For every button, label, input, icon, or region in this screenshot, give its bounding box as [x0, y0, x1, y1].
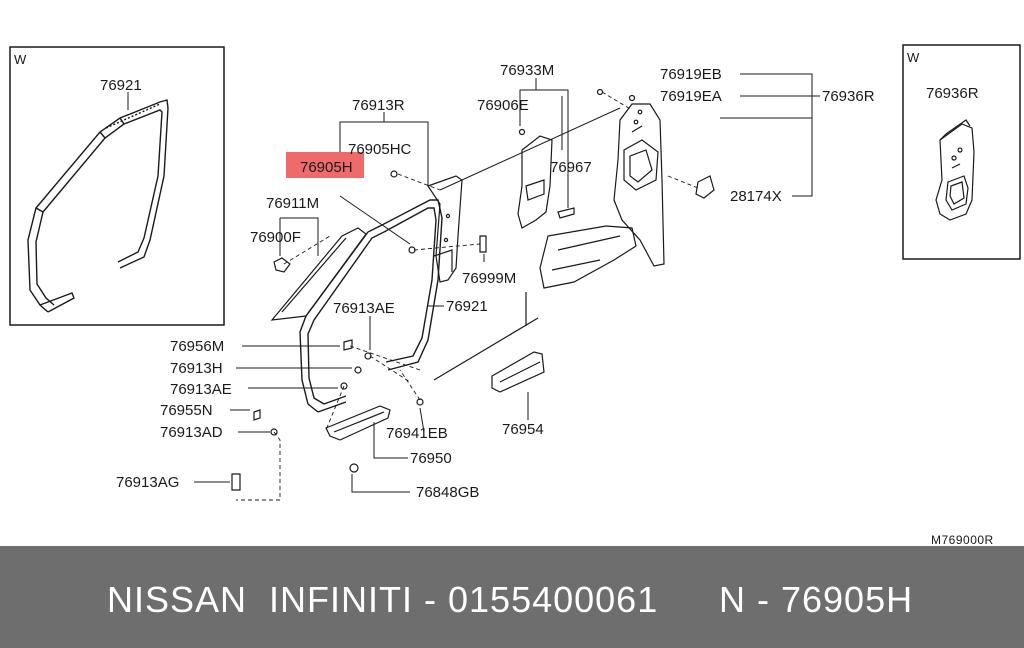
part-label: 76919EB	[660, 66, 722, 83]
part-label: 76913AE	[333, 300, 395, 317]
banner-make-and-oem-number: NISSAN INFINITI - 0155400061	[107, 579, 659, 620]
fasteners	[231, 88, 636, 491]
part-label: 76913AD	[160, 424, 223, 441]
part-label: 76955N	[160, 402, 213, 419]
part-label-highlighted: 76905H	[300, 159, 353, 176]
cap-28174x-drawing	[695, 175, 715, 199]
part-number-banner: NISSAN INFINITI - 0155400061 N - 76905H	[0, 546, 1024, 648]
part-label: 76913H	[170, 360, 223, 377]
part-label: 76900F	[250, 229, 301, 246]
highlight-box	[286, 152, 364, 178]
floor-panel-drawing	[433, 225, 637, 381]
part-label: 76967	[550, 159, 592, 176]
part-label: 76956M	[170, 338, 224, 355]
leader-lines	[127, 73, 820, 493]
center-pillar-trim-drawing	[517, 135, 575, 229]
parts-diagram: W 76921 W 76936R 76913R 76905HC 76905H 7…	[9, 44, 1021, 546]
reference-line	[439, 107, 621, 191]
inset-right-tag: W	[907, 50, 920, 65]
inset-box-right	[902, 44, 1021, 260]
inset-left-tag: W	[14, 52, 27, 67]
part-label: 76913AE	[170, 381, 232, 398]
part-label: 76999M	[462, 270, 516, 287]
inset-right-part-label: 76936R	[926, 85, 979, 102]
door-seal-drawing	[299, 199, 443, 413]
part-label: 76954	[502, 421, 544, 438]
part-label: 76919EA	[660, 88, 722, 105]
part-label: 76913R	[352, 97, 405, 114]
b-pillar-trim-drawing	[427, 175, 463, 283]
part-label: 76933M	[500, 62, 554, 79]
diagram-code: M769000R	[931, 533, 994, 546]
part-label: 76848GB	[416, 484, 479, 501]
part-label: 76913AG	[116, 474, 179, 491]
banner-part-number: N - 76905H	[719, 579, 914, 620]
step-plate-76954-drawing	[491, 351, 545, 393]
part-label: 28174X	[730, 188, 782, 205]
inset-left-seal-drawing	[27, 99, 169, 313]
rear-quarter-trim-drawing	[613, 103, 665, 267]
inset-left-part-label: 76921	[100, 77, 142, 94]
inset-right-trim-drawing	[935, 119, 975, 221]
kick-plate-76950-drawing	[325, 405, 391, 441]
part-label: 76936R	[822, 88, 875, 105]
pillar-garnish-drawing	[270, 227, 367, 321]
part-label: 76921	[446, 298, 488, 315]
part-label: 76941EB	[386, 425, 448, 442]
part-label: 76911M	[266, 195, 319, 212]
inset-box-left	[9, 46, 225, 326]
part-label: 76950	[410, 450, 452, 467]
part-label: 76906E	[477, 97, 529, 114]
part-label: 76905HC	[348, 141, 412, 158]
assembly-lines	[236, 91, 699, 501]
